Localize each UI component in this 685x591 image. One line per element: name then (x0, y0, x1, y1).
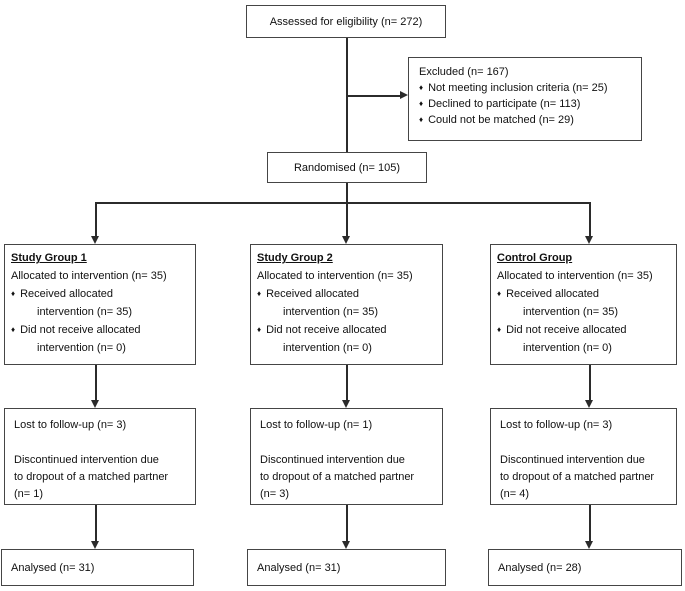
arrowhead-followup1-icon (91, 400, 99, 408)
connector-followup2-analysed2 (346, 505, 348, 541)
allocation-box-control: Control Group Allocated to intervention … (490, 244, 677, 365)
followup-discontinued-line: (n= 3) (260, 488, 290, 500)
followup-box-control: Lost to follow-up (n= 3) Discontinued in… (490, 408, 677, 505)
allocation-box-group2: Study Group 2 Allocated to intervention … (250, 244, 443, 365)
bullet-continuation: intervention (n= 0) (37, 341, 126, 354)
followup-lost-line: Lost to follow-up (n= 1) (260, 419, 373, 431)
diamond-bullet-icon: ♦ (419, 83, 424, 92)
allocation-summary: Allocated to intervention (n= 35) (257, 269, 413, 282)
group-title: Study Group 2 (257, 252, 333, 264)
bullet-line: ♦Received allocated (11, 288, 114, 300)
followup-discontinued-line: to dropout of a matched partner (14, 471, 169, 483)
bullet-continuation: intervention (n= 0) (283, 341, 372, 354)
branch-horizontal-line (96, 202, 591, 204)
analysed-box-group1: Analysed (n= 31) (1, 549, 194, 586)
excluded-box: Excluded (n= 167) ♦Not meeting inclusion… (408, 57, 642, 141)
diamond-bullet-icon: ♦ (11, 325, 16, 334)
diamond-bullet-icon: ♦ (497, 325, 502, 334)
followup-discontinued-line: (n= 1) (14, 488, 44, 500)
allocation-summary: Allocated to intervention (n= 35) (11, 269, 167, 282)
followup-box-group1: Lost to follow-up (n= 3) Discontinued in… (4, 408, 196, 505)
diamond-bullet-icon: ♦ (419, 99, 424, 108)
analysed-label: Analysed (n= 31) (257, 561, 341, 574)
bullet-continuation: intervention (n= 35) (37, 305, 133, 318)
bullet-continuation: intervention (n= 35) (523, 305, 619, 318)
analysed-label: Analysed (n= 28) (498, 561, 582, 574)
bullet-line: ♦Received allocated (497, 288, 600, 300)
randomised-label: Randomised (n= 105) (293, 161, 401, 174)
spacer (500, 434, 670, 452)
connector-branch-group2 (346, 202, 348, 236)
bullet-continuation: intervention (n= 0) (523, 341, 612, 354)
bullet-line: ♦Received allocated (257, 288, 360, 300)
analysed-box-control: Analysed (n= 28) (488, 549, 682, 586)
arrowhead-analysed1-icon (91, 541, 99, 549)
bullet-line: ♦Did not receive allocated (257, 324, 387, 336)
connector-followup1-analysed1 (95, 505, 97, 541)
arrowhead-analysed3-icon (585, 541, 593, 549)
excluded-item: ♦Not meeting inclusion criteria (n= 25) (419, 82, 608, 94)
randomised-box: Randomised (n= 105) (267, 152, 427, 183)
arrowhead-followup3-icon (585, 400, 593, 408)
diamond-bullet-icon: ♦ (419, 115, 424, 124)
analysed-box-group2: Analysed (n= 31) (247, 549, 446, 586)
excluded-title: Excluded (n= 167) (419, 66, 509, 78)
analysed-label: Analysed (n= 31) (11, 561, 95, 574)
bullet-line: ♦Did not receive allocated (11, 324, 141, 336)
arrowhead-followup2-icon (342, 400, 350, 408)
excluded-item: ♦Declined to participate (n= 113) (419, 98, 581, 110)
connector-branch-group1 (95, 202, 97, 236)
followup-box-group2: Lost to follow-up (n= 1) Discontinued in… (250, 408, 443, 505)
followup-discontinued-line: Discontinued intervention due (14, 454, 159, 466)
followup-lost-line: Lost to follow-up (n= 3) (500, 419, 613, 431)
diamond-bullet-icon: ♦ (257, 325, 262, 334)
arrowhead-group1-icon (91, 236, 99, 244)
allocation-box-group1: Study Group 1 Allocated to intervention … (4, 244, 196, 365)
arrowhead-analysed2-icon (342, 541, 350, 549)
group-title: Study Group 1 (11, 252, 87, 264)
arrowhead-excluded-icon (400, 91, 408, 99)
spacer (260, 434, 436, 452)
spacer (14, 434, 189, 452)
diamond-bullet-icon: ♦ (497, 289, 502, 298)
bullet-continuation: intervention (n= 35) (283, 305, 379, 318)
assessed-label: Assessed for eligibility (n= 272) (269, 15, 423, 28)
assessed-box: Assessed for eligibility (n= 272) (246, 5, 446, 38)
connector-assessed-randomised (346, 38, 348, 152)
group-title: Control Group (497, 252, 573, 264)
diamond-bullet-icon: ♦ (11, 289, 16, 298)
connector-group3-followup3 (589, 365, 591, 400)
allocation-summary: Allocated to intervention (n= 35) (497, 269, 653, 282)
connector-group2-followup2 (346, 365, 348, 400)
followup-discontinued-line: to dropout of a matched partner (260, 471, 415, 483)
followup-discontinued-line: Discontinued intervention due (260, 454, 405, 466)
connector-group1-followup1 (95, 365, 97, 400)
connector-to-excluded (347, 95, 400, 97)
followup-lost-line: Lost to follow-up (n= 3) (14, 419, 127, 431)
connector-followup3-analysed3 (589, 505, 591, 541)
bullet-line: ♦Did not receive allocated (497, 324, 627, 336)
arrowhead-group2-icon (342, 236, 350, 244)
connector-randomised-branch (346, 183, 348, 204)
arrowhead-group3-icon (585, 236, 593, 244)
diamond-bullet-icon: ♦ (257, 289, 262, 298)
connector-branch-group3 (589, 202, 591, 236)
followup-discontinued-line: to dropout of a matched partner (500, 471, 655, 483)
excluded-item: ♦Could not be matched (n= 29) (419, 114, 574, 126)
followup-discontinued-line: (n= 4) (500, 488, 530, 500)
followup-discontinued-line: Discontinued intervention due (500, 454, 645, 466)
